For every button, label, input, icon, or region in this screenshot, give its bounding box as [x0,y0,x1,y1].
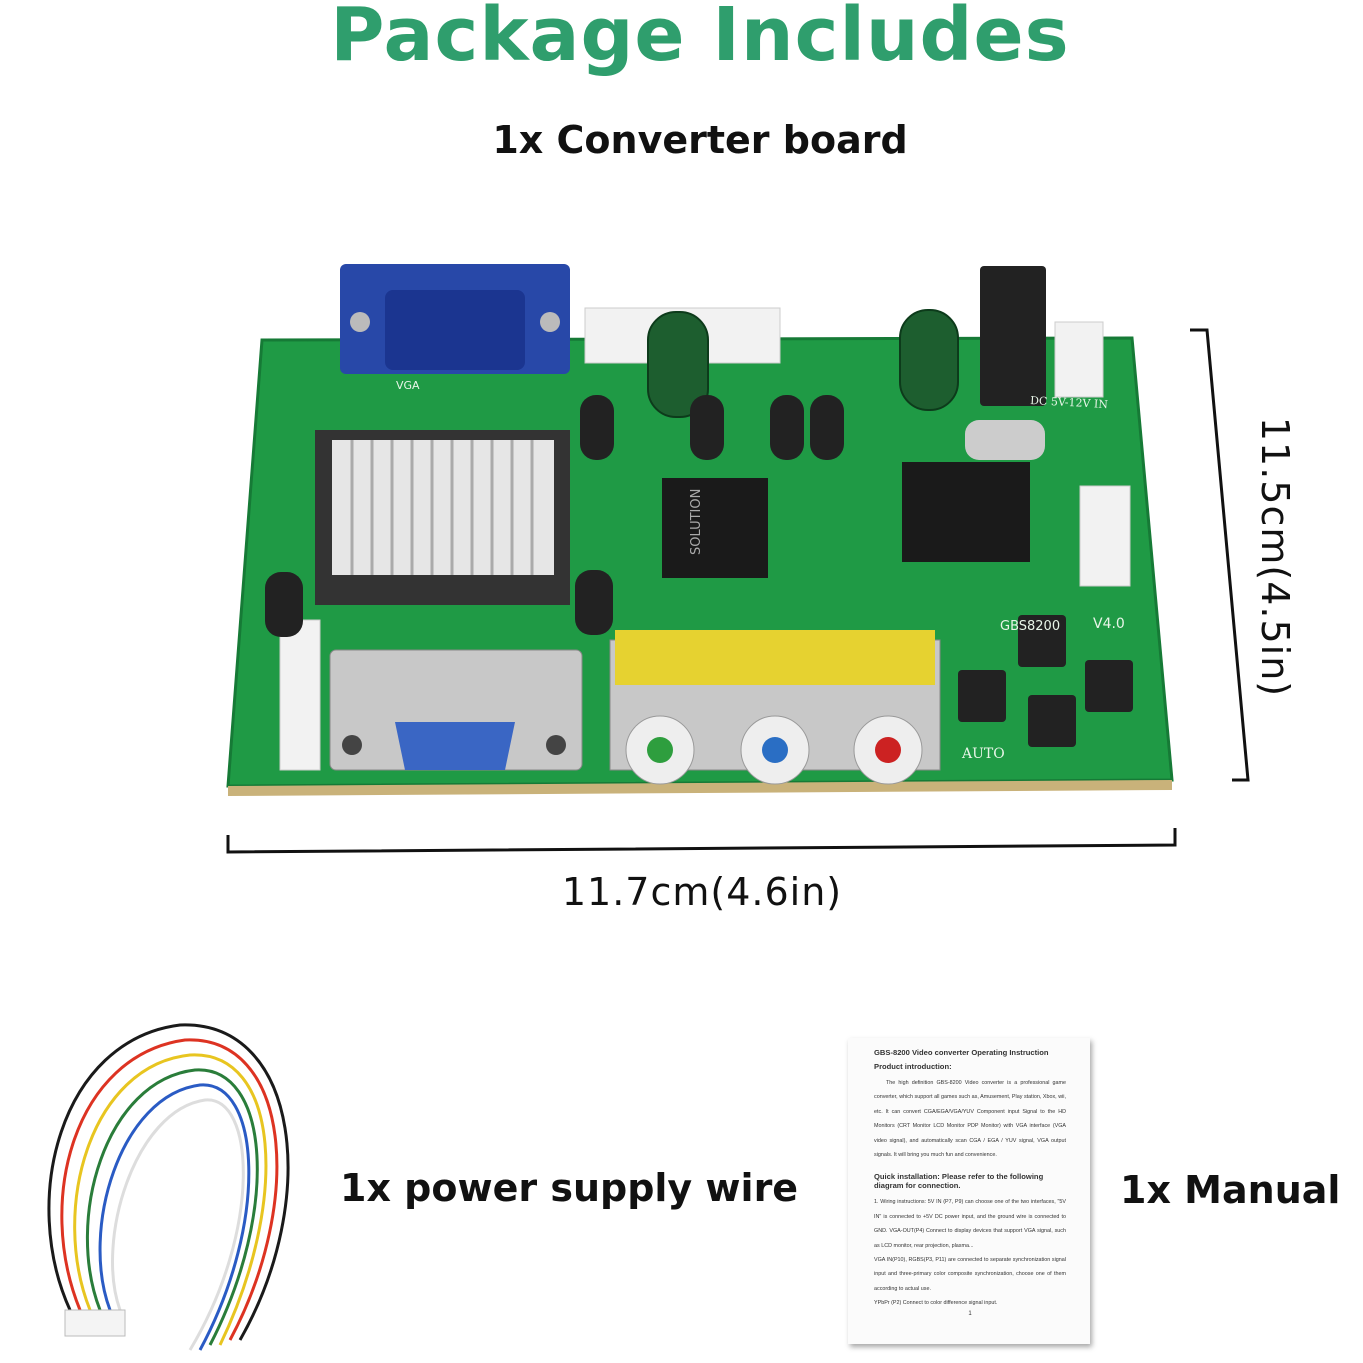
manual-document: GBS-8200 Video converter Operating Instr… [848,1038,1090,1344]
version-label: V4.0 [1093,616,1125,632]
item-label-wire: 1x power supply wire [340,1166,799,1210]
height-dimension-line [1190,328,1250,782]
width-dimension: 11.7cm(4.6in) [561,870,843,914]
dc-jack [980,266,1046,406]
auto-label: AUTO [961,746,1005,762]
height-dimension: 11.5cm(4.5in) [1253,416,1297,698]
manual-install-heading: Quick installation: Please refer to the … [874,1172,1044,1191]
manual-page-number: 1 [968,1310,972,1317]
rca-connectors [609,630,941,785]
item-label-manual: 1x Manual [1120,1168,1341,1212]
manual-install-3: YPbPr (P2) Connect to color difference s… [874,1300,998,1307]
vga-in-connector [329,649,583,771]
chip-label: SOLUTION [689,489,704,555]
converter-board: VGA DC 5V-12V IN SOLUTION [226,264,1174,796]
manual-install-2: VGA IN(P10), RGBS(P3, P11) are connected… [874,1257,1066,1292]
manual-intro-heading: Product introduction: [874,1062,952,1071]
power-supply-wire [47,1023,290,1351]
manual-intro: The high definition GBS-8200 Video conve… [874,1080,1066,1159]
model-label: GBS8200 [1000,619,1060,634]
chip [662,478,768,578]
width-dimension-line [226,828,1177,854]
item-label-board: 1x Converter board [492,118,908,162]
page-title: Package Includes [330,0,1070,78]
vga-label: VGA [396,379,420,392]
heatsink [332,440,554,575]
manual-install-1: 1. Wiring instructions: 5V IN (P7, P9) c… [874,1199,1066,1249]
dc-input-label: DC 5V-12V IN [1030,394,1109,411]
manual-heading: GBS-8200 Video converter Operating Instr… [874,1048,1049,1057]
chip [902,462,1030,562]
